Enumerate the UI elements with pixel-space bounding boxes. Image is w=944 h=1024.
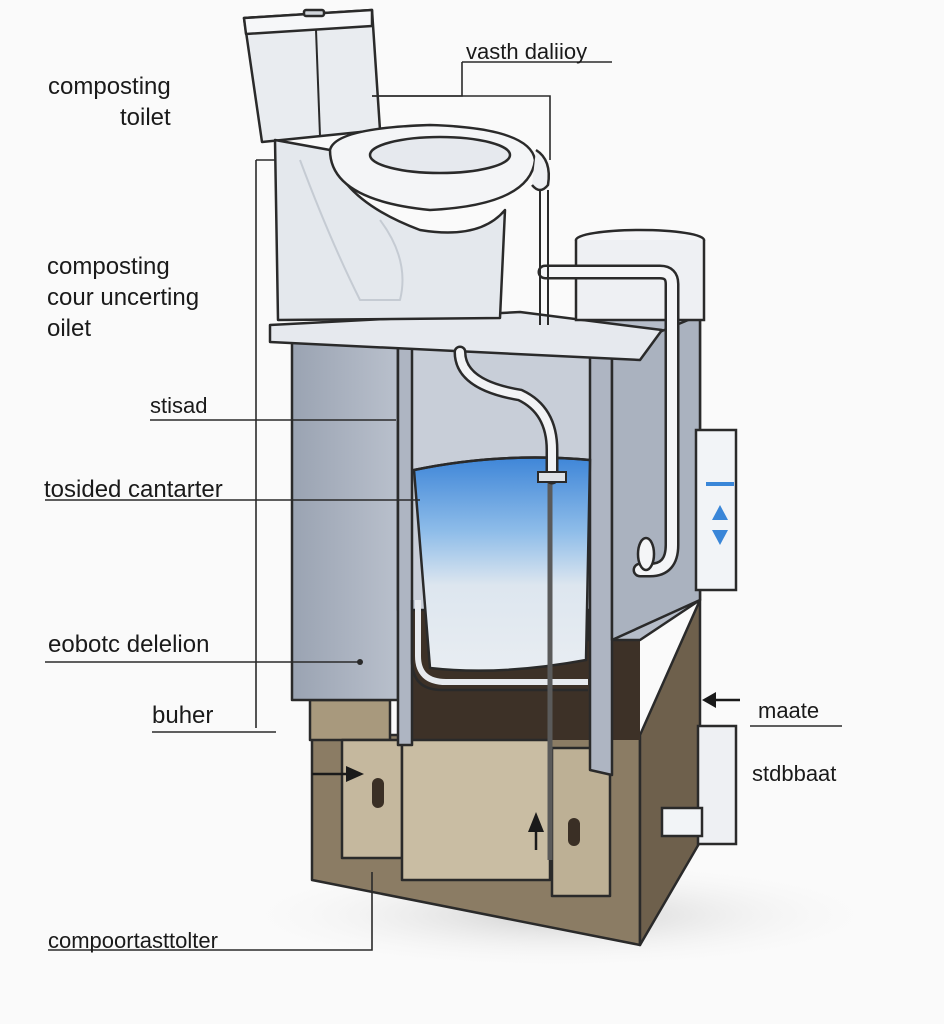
label-line: cour uncerting xyxy=(47,284,200,311)
drain-pipe xyxy=(410,600,588,692)
collection-container xyxy=(412,456,592,672)
label-stand: stisad xyxy=(150,393,208,418)
label-deletion: eobotc delelion xyxy=(48,631,210,658)
label-maate: maate xyxy=(758,698,820,723)
label-vent: vasth daliioy xyxy=(466,39,588,64)
label-buher: buher xyxy=(152,702,214,729)
label-line: composting xyxy=(47,253,170,280)
label-chamber: compoortasttolter xyxy=(48,928,218,953)
air-flow-arrow xyxy=(312,766,544,850)
drain-pipe-inner xyxy=(415,600,588,685)
label-line: composting xyxy=(48,73,171,100)
label-container: tosided cantarter xyxy=(44,476,223,503)
level-indicator-icon xyxy=(706,482,734,545)
vent-pipe-assembly xyxy=(537,228,738,846)
flow-arrow xyxy=(702,692,716,708)
label-stabbaat: stdbbaat xyxy=(752,761,837,786)
label-line: oilet xyxy=(47,315,92,342)
label-line: toilet xyxy=(120,104,171,131)
toilet xyxy=(242,8,550,322)
leader-lines xyxy=(45,61,842,951)
label-toilet-title: composting toilet xyxy=(48,71,171,133)
label-unit: composting cour uncerting oilet xyxy=(47,251,199,344)
